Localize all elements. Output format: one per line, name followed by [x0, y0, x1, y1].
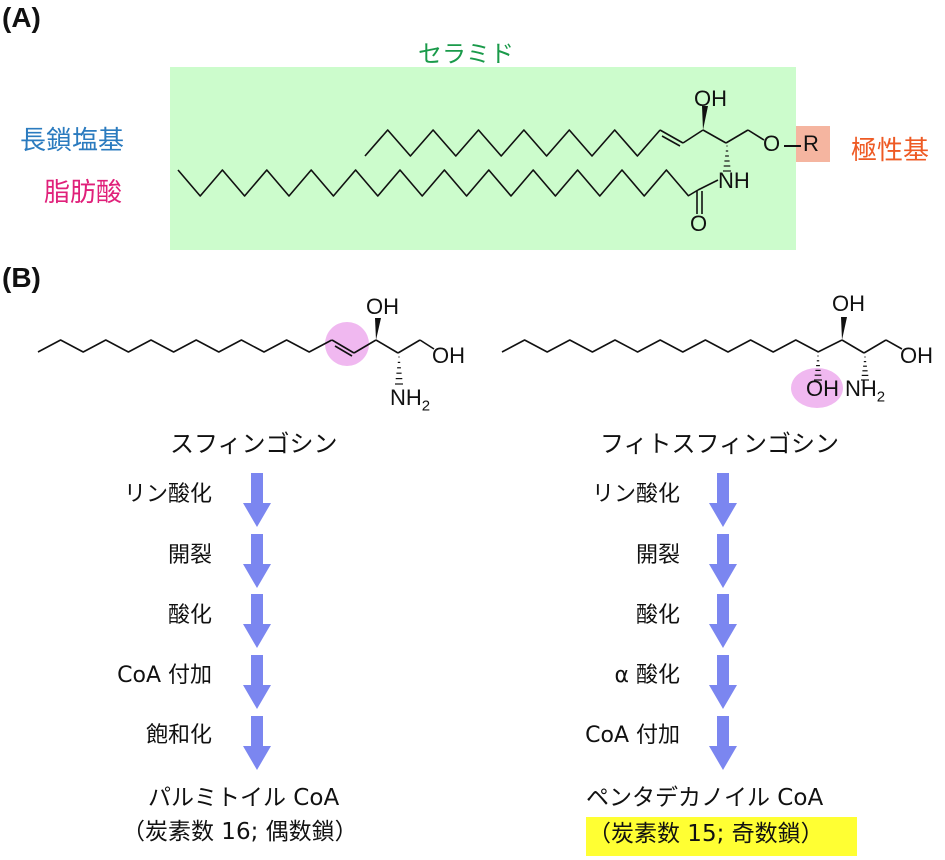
sphingosine-nh2: NH2	[390, 385, 431, 415]
sph-c1-o	[419, 339, 435, 350]
left-step-3: 酸化	[167, 603, 212, 628]
polar-group-label: 極性基	[851, 136, 930, 166]
phyto-chain	[501, 339, 819, 353]
phyto-c1-o	[885, 339, 903, 350]
right-product-name: ペンタデカノイル CoA	[586, 785, 824, 811]
phyto-c4-c3	[817, 339, 843, 353]
long-chain-base-label: 長鎖塩基	[20, 126, 125, 156]
right-product-note: （炭素数 15; 奇数鎖）	[588, 821, 824, 847]
phyto-oh4: OH	[806, 376, 839, 401]
panel-a-label: (A)	[2, 2, 41, 33]
left-product-note: （炭素数 16; 偶数鎖）	[122, 819, 358, 845]
phyto-c2-c1	[863, 339, 887, 354]
lcb-c2-c1	[725, 129, 749, 144]
sph-c2-c1	[397, 339, 421, 354]
phyto-oh3: OH	[832, 291, 865, 316]
ceramide-nh: NH	[718, 168, 750, 193]
left-arrow-3	[243, 594, 271, 648]
sphingosine-oh3: OH	[366, 294, 399, 319]
sphingosine-oh1: OH	[432, 343, 465, 368]
right-step-5: CoA 付加	[585, 723, 680, 748]
panel-b-label: (B)	[2, 262, 41, 293]
lcb-c3-c2	[702, 129, 727, 144]
subscript-2: 2	[421, 397, 431, 415]
double-bond-highlight	[325, 322, 369, 366]
subscript-2: 2	[876, 388, 886, 406]
right-arrow-5	[709, 716, 737, 770]
odd-chain-highlight	[586, 817, 857, 856]
fa-chain	[177, 169, 690, 197]
lcb-nh-hash	[723, 145, 731, 172]
phyto-nh2-hash	[861, 356, 869, 381]
nh-text: NH	[845, 376, 877, 401]
ceramide-oh: OH	[694, 86, 727, 111]
right-step-3: 酸化	[635, 603, 680, 628]
left-arrow-2	[243, 534, 271, 588]
right-step-1: リン酸化	[591, 482, 680, 507]
sph-double-2	[334, 345, 353, 357]
nh-text: NH	[390, 385, 422, 410]
phyto-oh4-hash	[814, 355, 822, 381]
ceramide-carbonyl-o: O	[690, 211, 708, 236]
sph-c4-c3	[353, 339, 377, 354]
ceramide-title: セラミド	[418, 40, 514, 68]
phytosphingosine-name: フィトスフィンゴシン	[600, 430, 840, 458]
left-arrow-4	[243, 655, 271, 709]
sph-c3-c2	[375, 339, 399, 354]
phyto-oh1: OH	[900, 343, 933, 368]
hydroxyl-highlight	[791, 368, 843, 408]
right-arrow-1	[709, 473, 737, 527]
polar-group-box	[796, 126, 830, 162]
right-step-4: α 酸化	[614, 663, 681, 688]
left-step-1: リン酸化	[123, 482, 212, 507]
sph-nh2-hash	[395, 356, 403, 385]
sph-double-1	[331, 339, 355, 354]
lcb-c3-c2a	[682, 129, 704, 144]
left-product-name: パルミトイル CoA	[148, 785, 340, 811]
phyto-oh3-wedge	[841, 317, 847, 340]
lcb-c1-o	[747, 129, 765, 141]
fatty-acid-label: 脂肪酸	[44, 178, 123, 208]
left-arrow-5	[243, 716, 271, 770]
left-step-4: CoA 付加	[117, 663, 212, 688]
right-arrow-3	[709, 594, 737, 648]
left-step-2: 開裂	[167, 543, 212, 568]
amide-c-n	[697, 179, 719, 191]
lcb-chain	[364, 129, 661, 157]
phyto-c3-c2	[841, 339, 865, 354]
sph-oh-wedge	[375, 318, 381, 340]
ceramide-box	[170, 67, 796, 250]
ether-bond	[784, 145, 801, 147]
sphingosine-name: スフィンゴシン	[170, 430, 338, 458]
lcb-oh-wedge	[702, 106, 708, 130]
polar-group-r: R	[803, 131, 819, 156]
left-step-5: 飽和化	[145, 723, 212, 748]
lcb-double-bond-2	[661, 135, 681, 147]
left-arrow-1	[243, 473, 271, 527]
right-step-2: 開裂	[635, 543, 680, 568]
right-arrow-2	[709, 534, 737, 588]
phyto-nh2: NH2	[845, 376, 886, 406]
right-arrow-4	[709, 655, 737, 709]
lcb-double-bond-1	[659, 129, 684, 144]
sph-chain	[37, 339, 333, 353]
ceramide-ether-o: O	[763, 131, 781, 156]
